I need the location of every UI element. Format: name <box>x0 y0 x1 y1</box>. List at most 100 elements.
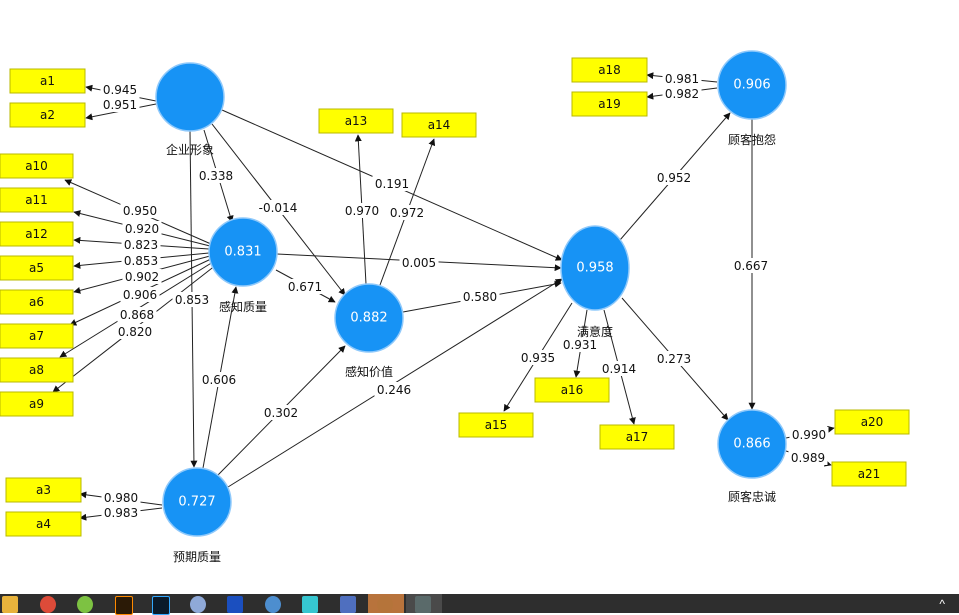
path-ganzhi-jiazhi-label: 0.671 <box>288 280 322 294</box>
indicator-a5[interactable]: a5 <box>0 255 74 281</box>
indicator-box[interactable] <box>9 68 86 94</box>
indicator-box[interactable] <box>831 461 907 487</box>
loading-a15-label-bg <box>518 350 558 365</box>
photoshop-icon[interactable] <box>152 596 170 615</box>
indicator-box[interactable] <box>534 377 610 403</box>
indicator-box[interactable] <box>9 102 86 128</box>
indicator-a4[interactable]: a4 <box>5 511 82 537</box>
indicator-box[interactable] <box>5 511 82 537</box>
indicator-a1[interactable]: a1 <box>9 68 86 94</box>
indicator-a7[interactable]: a7 <box>0 323 74 349</box>
indicator-label: a18 <box>598 63 621 77</box>
latent-name: 顾客忠诚 <box>728 489 776 504</box>
latent-circle[interactable] <box>334 283 404 353</box>
loading-a16-label-bg <box>560 337 600 352</box>
robot-app-icon[interactable] <box>302 596 318 613</box>
latent-node-zhongcheng[interactable]: 0.866 <box>717 409 787 479</box>
indicator-label: a14 <box>428 118 451 132</box>
path-qiye-jiazhi-label: -0.014 <box>259 201 298 215</box>
latent-name: 感知价值 <box>345 364 393 379</box>
indicator-a9[interactable]: a9 <box>0 391 74 417</box>
indicator-a19[interactable]: a19 <box>571 91 648 117</box>
indicator-a13[interactable]: a13 <box>318 108 394 134</box>
path-qiye-manyi-label: 0.191 <box>375 177 409 191</box>
smartpls-icon[interactable] <box>377 596 393 613</box>
loading-a8-label-bg <box>117 307 157 322</box>
indicator-box[interactable] <box>401 112 477 138</box>
indicator-a16[interactable]: a16 <box>534 377 610 403</box>
latent-circle[interactable] <box>162 467 232 537</box>
window-app-icon[interactable] <box>414 596 431 613</box>
illustrator-icon[interactable] <box>114 596 133 615</box>
indicator-a17[interactable]: a17 <box>599 424 675 450</box>
latent-circle[interactable] <box>208 217 278 287</box>
indicator-box[interactable] <box>458 412 534 438</box>
sigma-app-icon[interactable] <box>264 596 281 613</box>
indicator-a18[interactable]: a18 <box>571 57 648 83</box>
latent-circle[interactable] <box>155 62 225 132</box>
indicator-box[interactable] <box>0 289 74 315</box>
latent-circle[interactable] <box>717 409 787 479</box>
latent-node-baoyuan[interactable]: 0.906 <box>717 50 787 120</box>
loading-a14-label-bg <box>387 205 427 220</box>
indicator-a15[interactable]: a15 <box>458 412 534 438</box>
loading-a4-label: 0.983 <box>104 506 138 520</box>
indicator-a14[interactable]: a14 <box>401 112 477 138</box>
indicator-label: a7 <box>29 329 44 343</box>
r-squared-value: 0.882 <box>350 311 387 326</box>
indicator-label: a10 <box>25 159 48 173</box>
indicator-box[interactable] <box>0 153 74 179</box>
indicator-a8[interactable]: a8 <box>0 357 74 383</box>
indicator-a3[interactable]: a3 <box>5 477 82 503</box>
indicator-a2[interactable]: a2 <box>9 102 86 128</box>
latent-circle[interactable] <box>717 50 787 120</box>
loading-a9-label: 0.820 <box>118 325 152 339</box>
loading-a5-label: 0.853 <box>124 254 158 268</box>
indicator-box[interactable] <box>0 221 74 247</box>
shield-app-icon[interactable] <box>227 596 243 613</box>
latent-node-qiye[interactable] <box>155 62 225 132</box>
path-manyi-baoyuan-label-bg <box>654 170 694 185</box>
latent-node-manyi[interactable]: 0.958 <box>560 225 630 311</box>
latent-node-yuqi[interactable]: 0.727 <box>162 467 232 537</box>
green-app-icon[interactable] <box>77 596 93 613</box>
loading-a2-label-bg <box>100 97 140 112</box>
globe-app-icon[interactable] <box>189 596 206 613</box>
latent-node-jiazhi[interactable]: 0.882 <box>334 283 404 353</box>
indicator-box[interactable] <box>834 409 910 435</box>
indicator-box[interactable] <box>318 108 394 134</box>
loading-a6-label-bg <box>122 269 162 284</box>
file-explorer-icon[interactable] <box>2 596 18 613</box>
loading-a12-label-bg <box>121 237 161 252</box>
loading-a12-label: 0.823 <box>124 238 158 252</box>
indicator-box[interactable] <box>0 323 74 349</box>
path-manyi-baoyuan-label: 0.952 <box>657 171 691 185</box>
indicator-box[interactable] <box>599 424 675 450</box>
indicator-a11[interactable]: a11 <box>0 187 74 213</box>
indicator-box[interactable] <box>571 91 648 117</box>
indicator-box[interactable] <box>0 255 74 281</box>
indicator-a21[interactable]: a21 <box>831 461 907 487</box>
indicator-label: a12 <box>25 227 48 241</box>
r-squared-value: 0.866 <box>733 437 770 452</box>
loading-a19-label-bg <box>662 86 702 101</box>
indicator-box[interactable] <box>571 57 648 83</box>
tray-chevron-icon[interactable]: ^ <box>939 597 945 611</box>
latent-node-ganzhi[interactable]: 0.831 <box>208 217 278 287</box>
indicator-box[interactable] <box>0 357 74 383</box>
chart-app-icon[interactable] <box>339 596 356 613</box>
chrome-icon[interactable] <box>39 596 56 613</box>
indicator-a12[interactable]: a12 <box>0 221 74 247</box>
indicator-box[interactable] <box>5 477 82 503</box>
indicator-box[interactable] <box>0 391 74 417</box>
indicator-label: a19 <box>598 97 621 111</box>
loading-a3-label-bg <box>101 490 141 505</box>
latent-circle[interactable] <box>560 225 630 311</box>
loading-a21-label: 0.989 <box>791 451 825 465</box>
path-qiye-manyi-label-bg <box>372 176 412 191</box>
indicator-a20[interactable]: a20 <box>834 409 910 435</box>
indicator-box[interactable] <box>0 187 74 213</box>
indicator-a10[interactable]: a10 <box>0 153 74 179</box>
indicator-a6[interactable]: a6 <box>0 289 74 315</box>
loading-a13-label-bg <box>342 203 382 218</box>
